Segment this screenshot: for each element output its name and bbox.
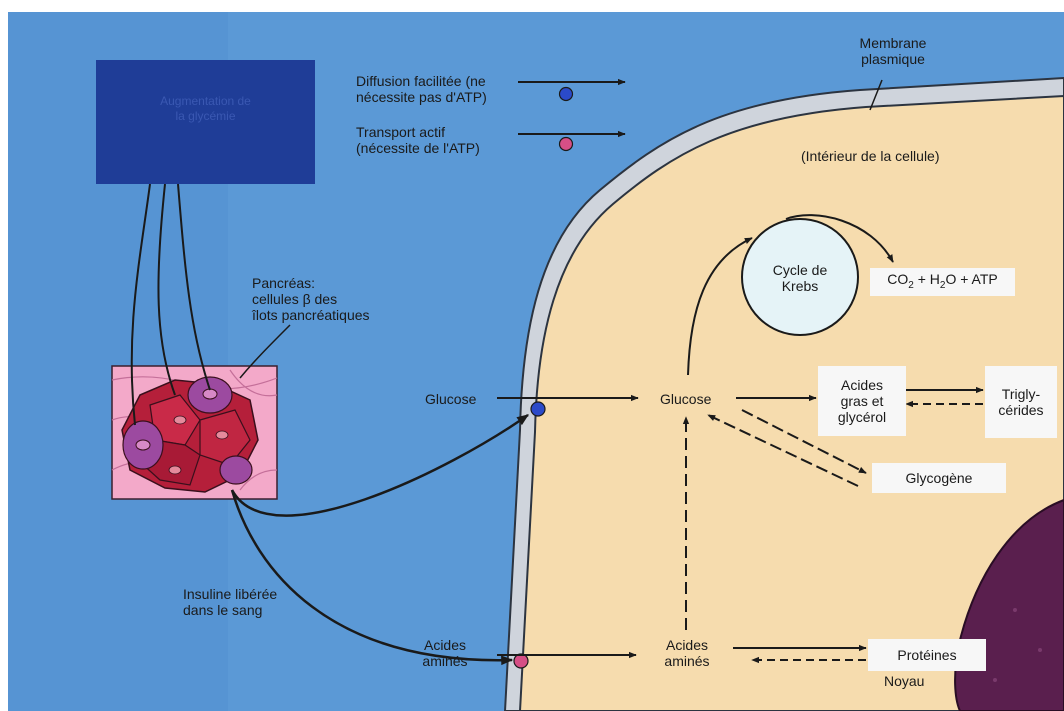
krebs-label-line1: Cycle de [755, 262, 845, 278]
glycogen-box: Glycogène [872, 463, 1006, 493]
product-h: + H [914, 271, 940, 287]
membrane-label-line1: Membrane [848, 35, 938, 51]
trig-line2: cérides [998, 402, 1043, 418]
krebs-products-box: CO2 + H2O + ATP [870, 268, 1015, 296]
triglycerides-text: Trigly- cérides [998, 386, 1043, 418]
product-rest: O + ATP [945, 271, 997, 287]
product-co: CO [887, 271, 908, 287]
legend-facilitated-line1: Diffusion facilitée (ne [356, 73, 487, 89]
extracellular-amino-line2: aminés [410, 653, 480, 669]
extracellular-glucose-label: Glucose [425, 391, 476, 407]
glucose-carrier [531, 402, 545, 416]
fatty-line1: Acides [838, 377, 886, 393]
legend-facilitated-line2: nécessite pas d'ATP) [356, 89, 487, 105]
products-text: CO2 + H2O + ATP [887, 271, 997, 294]
pancreas-illustration [112, 366, 277, 499]
membrane-label: Membrane plasmique [848, 35, 938, 67]
fatty-acids-box: Acides gras et glycérol [818, 366, 906, 436]
legend-facilitated-label: Diffusion facilitée (ne nécessite pas d'… [356, 73, 487, 105]
pancreas-label: Pancréas: cellules β des îlots pancréati… [252, 275, 370, 323]
insulin-label-line1: Insuline libérée [183, 586, 277, 602]
pancreas-label-line1: Pancréas: [252, 275, 370, 291]
proteins-box: Protéines [868, 639, 986, 671]
source-box-line: Augmentation de [96, 94, 315, 109]
legend-active-line1: Transport actif [356, 124, 480, 140]
cell-interior-label: (Intérieur de la cellule) [801, 148, 940, 164]
blood-glucose-increase-box: Augmentation de la glycémie [96, 60, 315, 184]
pancreas-label-line2: cellules β des [252, 291, 370, 307]
amino-carrier [514, 654, 528, 668]
trig-line1: Trigly- [998, 386, 1043, 402]
nucleus-pore [993, 678, 997, 682]
krebs-cycle-label: Cycle de Krebs [755, 262, 845, 294]
nucleus-pore [1038, 648, 1042, 652]
intracellular-glucose-label: Glucose [660, 391, 711, 407]
krebs-label-line2: Krebs [755, 278, 845, 294]
legend-active-label: Transport actif (nécessite de l'ATP) [356, 124, 480, 156]
intracellular-amino-label: Acides aminés [652, 637, 722, 669]
intracellular-amino-line2: aminés [652, 653, 722, 669]
intracellular-amino-line1: Acides [652, 637, 722, 653]
insulin-label: Insuline libérée dans le sang [183, 586, 277, 618]
triglycerides-box: Trigly- cérides [985, 366, 1057, 438]
fatty-acids-text: Acides gras et glycérol [838, 377, 886, 425]
legend-facilitated-carrier [560, 88, 573, 101]
extracellular-amino-label: Acides aminés [410, 637, 480, 669]
membrane-label-line2: plasmique [848, 51, 938, 67]
source-box-line: la glycémie [96, 109, 315, 124]
fatty-line2: gras et [838, 393, 886, 409]
insulin-label-line2: dans le sang [183, 602, 277, 618]
fatty-line3: glycérol [838, 409, 886, 425]
nucleus-pore [1013, 608, 1017, 612]
extracellular-amino-line1: Acides [410, 637, 480, 653]
legend-active-line2: (nécessite de l'ATP) [356, 140, 480, 156]
legend-active-carrier [560, 138, 573, 151]
nucleus-label: Noyau [884, 673, 924, 689]
pancreas-label-line3: îlots pancréatiques [252, 307, 370, 323]
